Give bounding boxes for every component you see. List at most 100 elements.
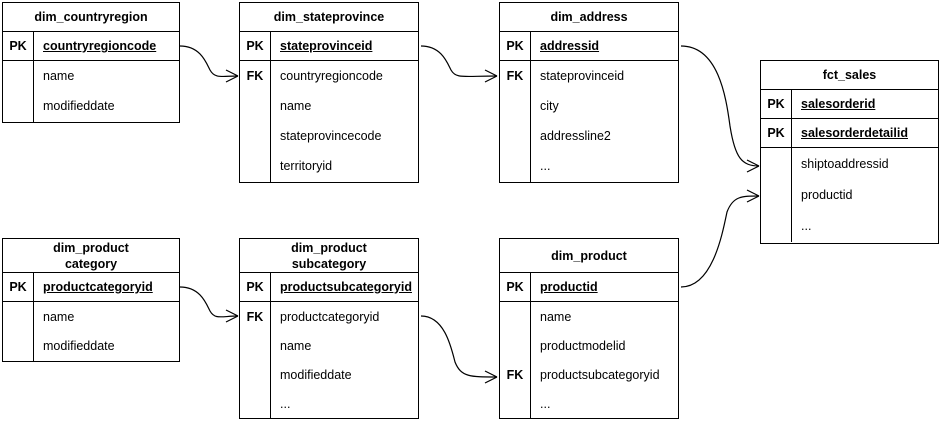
key-column: FK bbox=[500, 302, 530, 418]
entity-dim-productsubcategory[interactable]: dim_product subcategory PK productsubcat… bbox=[239, 238, 419, 419]
attribute-rows: name modifieddate bbox=[33, 61, 179, 122]
entity-title-line: category bbox=[64, 256, 118, 271]
attribute-block: FK stateprovinceid city addressline2 ... bbox=[500, 61, 678, 182]
attribute-rows: countryregioncode name stateprovincecode… bbox=[270, 61, 418, 182]
table-row[interactable]: PK productcategoryid bbox=[3, 273, 179, 302]
table-row[interactable]: ... bbox=[540, 159, 551, 173]
key-label: PK bbox=[246, 39, 264, 53]
key-label: PK bbox=[767, 126, 785, 140]
entity-title-line: dim_product bbox=[53, 240, 129, 255]
entity-fct-sales[interactable]: fct_sales PK salesorderid PK salesorderd… bbox=[760, 60, 939, 244]
entity-title: dim_stateprovince bbox=[240, 3, 418, 32]
attribute-name: countryregioncode bbox=[33, 32, 179, 60]
entity-dim-address[interactable]: dim_address PK addressid FK stateprovinc… bbox=[499, 2, 679, 183]
table-row[interactable]: PK stateprovinceid bbox=[240, 32, 418, 61]
entity-dim-stateprovince[interactable]: dim_stateprovince PK stateprovinceid FK … bbox=[239, 2, 419, 183]
foreign-key-label: FK bbox=[506, 69, 524, 83]
key-column: FK bbox=[240, 302, 270, 418]
table-row[interactable]: modifieddate bbox=[43, 99, 115, 113]
rel-subcategory-product[interactable] bbox=[415, 310, 498, 384]
table-row[interactable]: PK productsubcategoryid bbox=[240, 273, 418, 302]
table-row[interactable]: modifieddate bbox=[43, 338, 115, 353]
table-row[interactable]: PK salesorderdetailid bbox=[761, 119, 938, 148]
table-row[interactable]: PK productid bbox=[500, 273, 678, 302]
key-column bbox=[761, 148, 791, 242]
table-row[interactable]: ... bbox=[540, 396, 551, 411]
entity-dim-product[interactable]: dim_product PK productid FK name product… bbox=[499, 238, 679, 419]
attribute-rows: productcategoryid name modifieddate ... bbox=[270, 302, 418, 418]
key-label: PK bbox=[9, 39, 27, 53]
entity-title-line: dim_product bbox=[551, 248, 627, 263]
table-row[interactable]: name bbox=[43, 69, 75, 83]
table-row[interactable]: stateprovinceid bbox=[540, 69, 625, 83]
table-row[interactable]: ... bbox=[801, 218, 812, 233]
table-row[interactable]: productmodelid bbox=[540, 338, 626, 353]
attribute-block: FK name productmodelid productsubcategor… bbox=[500, 302, 678, 418]
attribute-block: name modifieddate bbox=[3, 302, 179, 361]
key-label: PK bbox=[506, 39, 524, 53]
entity-title-line: dim_product bbox=[291, 240, 367, 255]
attribute-rows: name productmodelid productsubcategoryid… bbox=[530, 302, 678, 418]
table-row[interactable]: productid bbox=[801, 187, 853, 202]
table-row[interactable]: shiptoaddressid bbox=[801, 156, 889, 171]
entity-title: dim_product bbox=[500, 239, 678, 273]
rel-productcategory-subcategory[interactable] bbox=[174, 281, 239, 323]
attribute-name: salesorderid bbox=[791, 90, 938, 118]
key-label: PK bbox=[9, 280, 27, 294]
rel-countryregion-stateprovince[interactable] bbox=[174, 40, 239, 83]
entity-title-line: dim_address bbox=[550, 10, 628, 24]
key-label: PK bbox=[506, 280, 524, 294]
table-row[interactable]: territoryid bbox=[280, 159, 333, 173]
entity-title-line: dim_stateprovince bbox=[273, 10, 385, 24]
entity-title: dim_product subcategory bbox=[240, 239, 418, 273]
table-row[interactable]: stateprovincecode bbox=[280, 129, 382, 143]
attribute-rows: shiptoaddressid productid ... bbox=[791, 148, 938, 242]
key-column: FK bbox=[500, 61, 530, 182]
entity-title: dim_product category bbox=[3, 239, 179, 273]
foreign-key-label: FK bbox=[246, 309, 264, 324]
entity-dim-countryregion[interactable]: dim_countryregion PK countryregioncode n… bbox=[2, 2, 180, 123]
table-row[interactable]: countryregioncode bbox=[280, 69, 383, 83]
attribute-name: productid bbox=[530, 273, 678, 301]
attribute-name: addressid bbox=[530, 32, 678, 60]
rel-product-sales[interactable] bbox=[675, 189, 760, 293]
key-label: PK bbox=[246, 280, 264, 294]
table-row[interactable]: name bbox=[43, 309, 75, 324]
entity-title: dim_address bbox=[500, 3, 678, 32]
table-row[interactable]: ... bbox=[280, 396, 291, 411]
attribute-name: productcategoryid bbox=[33, 273, 179, 301]
key-label: PK bbox=[767, 97, 785, 111]
attribute-block: name modifieddate bbox=[3, 61, 179, 122]
rel-address-sales[interactable] bbox=[675, 40, 760, 173]
key-column bbox=[3, 302, 33, 361]
table-row[interactable]: PK countryregioncode bbox=[3, 32, 179, 61]
table-row[interactable]: modifieddate bbox=[280, 367, 352, 382]
entity-title-line: fct_sales bbox=[822, 68, 877, 82]
entity-title-line: dim_countryregion bbox=[34, 10, 148, 24]
key-column bbox=[3, 61, 33, 122]
attribute-rows: stateprovinceid city addressline2 ... bbox=[530, 61, 678, 182]
attribute-name: stateprovinceid bbox=[270, 32, 418, 60]
table-row[interactable]: name bbox=[280, 338, 312, 353]
table-row[interactable]: addressline2 bbox=[540, 129, 611, 143]
attribute-name: salesorderdetailid bbox=[791, 119, 938, 147]
table-row[interactable]: PK addressid bbox=[500, 32, 678, 61]
entity-title: fct_sales bbox=[761, 61, 938, 90]
table-row[interactable]: PK salesorderid bbox=[761, 90, 938, 119]
attribute-block: shiptoaddressid productid ... bbox=[761, 148, 938, 242]
table-row[interactable]: productcategoryid bbox=[280, 309, 380, 324]
table-row[interactable]: name bbox=[280, 99, 312, 113]
key-column: FK bbox=[240, 61, 270, 182]
attribute-rows: name modifieddate bbox=[33, 302, 179, 361]
entity-dim-productcategory[interactable]: dim_product category PK productcategoryi… bbox=[2, 238, 180, 362]
entity-title-line: subcategory bbox=[291, 256, 367, 271]
foreign-key-label: FK bbox=[506, 367, 524, 382]
table-row[interactable]: name bbox=[540, 309, 572, 324]
rel-stateprovince-address[interactable] bbox=[415, 40, 498, 83]
attribute-block: FK countryregioncode name stateprovincec… bbox=[240, 61, 418, 182]
table-row[interactable]: productsubcategoryid bbox=[540, 367, 660, 382]
attribute-block: FK productcategoryid name modifieddate .… bbox=[240, 302, 418, 418]
entity-title: dim_countryregion bbox=[3, 3, 179, 32]
table-row[interactable]: city bbox=[540, 99, 559, 113]
